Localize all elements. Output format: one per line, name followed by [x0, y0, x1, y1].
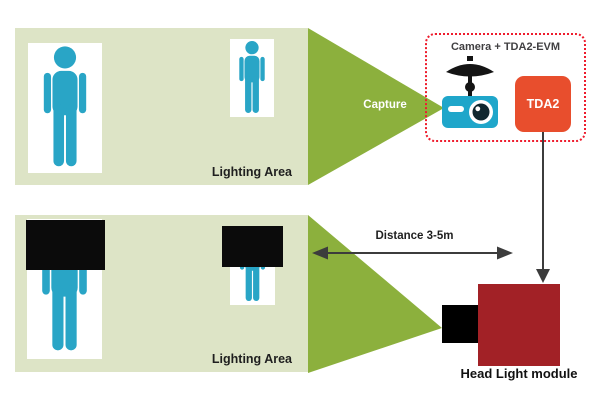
glare-free-mask-large [26, 220, 105, 270]
suction-mount-icon [446, 64, 494, 77]
capture-label: Capture [363, 99, 407, 111]
tda2-label: TDA2 [526, 97, 560, 111]
lighting-area-label: Lighting Area [211, 352, 292, 366]
lighting-area-label: Lighting Area [211, 165, 292, 179]
camera-unit-title: Camera + TDA2-EVM [450, 41, 561, 53]
lighting-area-top: Lighting Area [15, 28, 308, 185]
person-icon [239, 41, 265, 113]
camera-tda2-evm-box: Camera + TDA2-EVM TDA2 [425, 33, 586, 142]
glare-free-mask-small [222, 226, 283, 267]
tda2-chip: TDA2 [515, 76, 571, 132]
headlight-label: Head Light module [460, 366, 578, 381]
pedestrian-card-small [230, 39, 274, 117]
headlight-lens-block [442, 305, 478, 343]
dashcam-icon [441, 56, 499, 128]
pedestrian-card-large [28, 43, 102, 173]
distance-label: Distance 3-5m [375, 230, 454, 242]
capture-beam-icon [308, 28, 444, 185]
person-icon [43, 46, 87, 167]
lighting-area-bottom: Lighting Area [15, 215, 308, 372]
headlight-module [478, 284, 560, 366]
tda2-to-headlight-arrow [536, 132, 550, 283]
headlight-beam-icon [308, 215, 442, 373]
